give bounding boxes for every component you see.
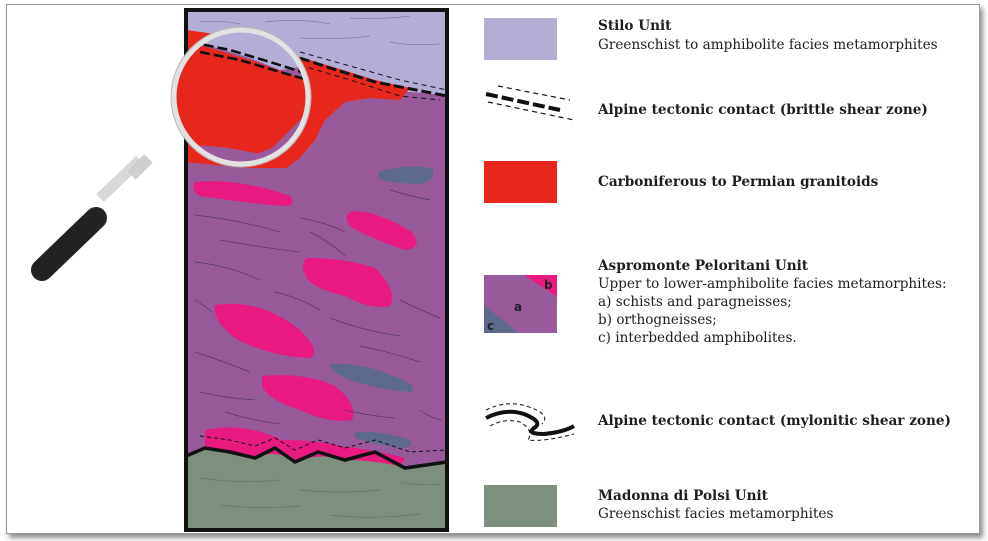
aspromonte-label-c: c	[487, 319, 494, 333]
brittle-contact-symbol	[484, 80, 579, 130]
madonna-title: Madonna di Polsi Unit	[598, 487, 768, 505]
mylonitic-title: Alpine tectonic contact (mylonitic shear…	[598, 412, 951, 430]
aspromonte-label-a: a	[514, 300, 522, 314]
stilo-title: Stilo Unit	[598, 17, 671, 35]
mylonitic-contact-symbol	[484, 394, 579, 444]
aspromonte-title: Aspromonte Peloritani Unit	[598, 257, 808, 275]
aspromonte-item-b: b) orthogneisses;	[598, 311, 717, 329]
madonna-swatch	[484, 485, 557, 527]
aspromonte-item-c: c) interbedded amphibolites.	[598, 329, 797, 347]
brittle-title: Alpine tectonic contact (brittle shear z…	[598, 101, 928, 119]
aspromonte-label-b: b	[544, 278, 553, 292]
aspromonte-desc: Upper to lower-amphibolite facies metamo…	[598, 275, 947, 293]
madonna-desc: Greenschist facies metamorphites	[598, 505, 833, 523]
aspromonte-item-a: a) schists and paragneisses;	[598, 293, 792, 311]
aspromonte-swatch: b a c	[484, 275, 557, 333]
granitoids-title: Carboniferous to Permian granitoids	[598, 173, 878, 191]
stilo-desc: Greenschist to amphibolite facies metamo…	[598, 36, 938, 54]
granitoids-swatch	[484, 161, 557, 203]
stilo-swatch	[484, 18, 557, 60]
